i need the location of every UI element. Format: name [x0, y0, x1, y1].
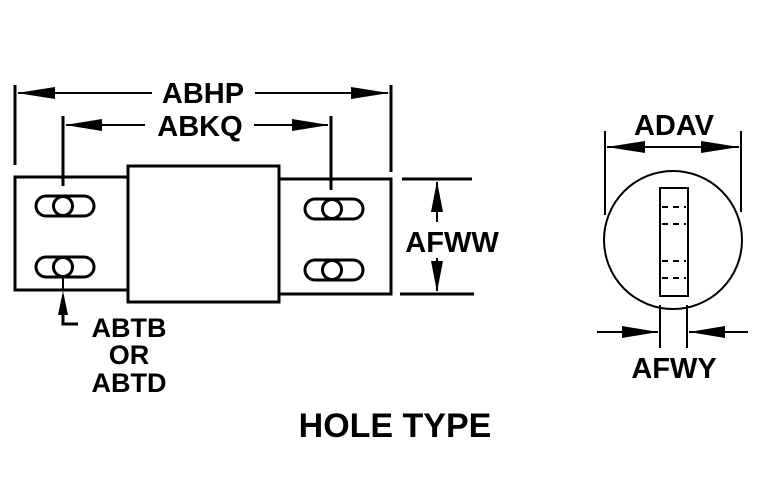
drawing-caption: HOLE TYPE: [299, 407, 492, 445]
arrow-up-icon: [58, 291, 68, 315]
side-view: ABHP ABKQ AFWW ABTB OR: [13, 78, 499, 398]
callout-label-or: OR: [109, 340, 150, 370]
right-tab: [277, 177, 393, 296]
dimension-label-afww: AFWW: [405, 227, 499, 259]
dimension-label-adav: ADAV: [634, 110, 715, 142]
slot-hole-right-top: [303, 197, 365, 221]
arrow-right-icon: [351, 87, 389, 99]
arrow-up-icon: [431, 181, 443, 212]
dimension-adav: ADAV: [604, 110, 742, 215]
dimension-label-abkq: ABKQ: [157, 111, 242, 143]
arrow-left-icon: [17, 87, 55, 99]
dimension-abhp: ABHP: [13, 78, 393, 172]
hole-callout: ABTB OR ABTD: [58, 277, 167, 398]
center-body: [126, 164, 281, 304]
callout-label-abtd: ABTD: [92, 368, 167, 398]
end-view-circle: [603, 170, 743, 310]
arrow-left-icon: [607, 141, 645, 153]
dimension-afwy: AFWY: [597, 305, 748, 385]
arrow-right-icon: [701, 141, 739, 153]
terminal-blade: [659, 187, 689, 297]
slot-hole-left-bottom: [34, 255, 96, 279]
slot-hole-right-bottom: [303, 258, 365, 282]
dimension-label-afwy: AFWY: [631, 353, 716, 385]
dimension-afww: AFWW: [400, 177, 499, 296]
arrow-left-icon: [689, 326, 725, 338]
dimension-abkq: ABKQ: [61, 111, 333, 190]
dimension-label-abhp: ABHP: [162, 78, 244, 110]
arrow-down-icon: [431, 261, 443, 292]
arrow-right-icon: [622, 326, 658, 338]
slot-hole-left-top: [34, 194, 96, 218]
callout-label-abtb: ABTB: [92, 313, 167, 343]
arrow-right-icon: [292, 119, 329, 131]
end-view: ADAV AFWY: [597, 110, 748, 385]
arrow-left-icon: [65, 119, 102, 131]
